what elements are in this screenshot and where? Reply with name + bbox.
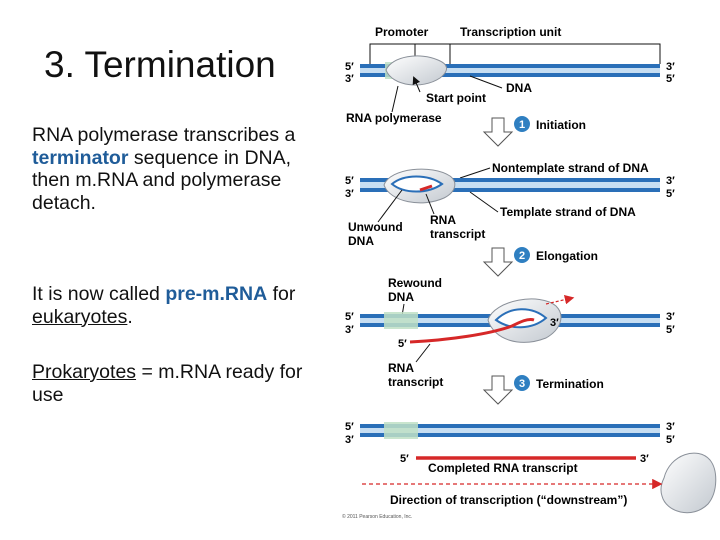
- rna-short-transcript: [419, 184, 433, 192]
- label-rna-transcript-b-1: RNA: [388, 361, 414, 375]
- end-5-row4-left: 5′: [345, 421, 354, 433]
- step-2-label: Elongation: [536, 249, 598, 263]
- step-2-number: 2: [519, 250, 525, 262]
- rna-transcript-b-pointer: [415, 343, 431, 363]
- label-rewound-dna-2: DNA: [388, 290, 414, 304]
- end-5-completed-rna: 5′: [400, 453, 409, 465]
- label-start-point: Start point: [426, 91, 486, 105]
- paragraph-termination: RNA polymerase transcribes a terminator …: [32, 124, 322, 214]
- label-dna: DNA: [506, 81, 532, 95]
- label-direction-of-transcription: Direction of transcription (“downstream”…: [390, 493, 627, 507]
- step-3-badge: [514, 375, 530, 391]
- p2-text-middle: for: [267, 283, 296, 305]
- p2-text-after: .: [127, 305, 133, 328]
- end-5-row1-left: 5′: [345, 61, 354, 73]
- rna-polymerase-shape-1: [385, 55, 447, 86]
- end-3-row4-right: 3′: [666, 421, 675, 433]
- down-arrow-2: [482, 247, 514, 277]
- step-2-badge: [514, 247, 530, 263]
- step-1-badge: [514, 116, 530, 132]
- end-3-completed-rna: 3′: [640, 453, 649, 465]
- rna-polymerase-pointer: [391, 85, 399, 113]
- nontemplate-pointer: [459, 167, 491, 179]
- end-3-row1-right: 3′: [666, 61, 675, 73]
- end-3-rna-row3: 3′: [550, 317, 559, 329]
- dna-pointer: [469, 75, 503, 89]
- end-3-row3-left: 3′: [345, 324, 354, 336]
- label-transcription-unit: Transcription unit: [460, 25, 561, 39]
- label-unwound-dna-2: DNA: [348, 234, 374, 248]
- p1-text-before: RNA polymerase transcribes a: [32, 124, 296, 146]
- promoter-bracket: [369, 43, 451, 64]
- slide-title: 3. Termination: [44, 44, 276, 85]
- end-3-row3-right: 3′: [666, 311, 675, 323]
- step-1-number: 1: [519, 119, 525, 131]
- copyright-note: © 2011 Pearson Education, Inc.: [342, 513, 412, 520]
- paragraph-pre-mrna: It is now called pre-m.RNA for eukaryote…: [32, 283, 332, 328]
- term-eukaryotes: eukaryotes: [32, 305, 128, 328]
- term-pre-mrna: pre-m.RNA: [165, 283, 268, 305]
- term-prokaryotes: Prokaryotes: [32, 361, 137, 383]
- end-5-row4-right: 5′: [666, 434, 675, 446]
- label-rna-polymerase: RNA polymerase: [346, 111, 442, 125]
- label-rna-transcript-2: transcript: [430, 227, 485, 241]
- rna-transcript-pointer: [425, 193, 435, 215]
- paragraph-prokaryotes: Prokaryotes = m.RNA ready for use: [32, 361, 332, 406]
- end-5-row2-right: 5′: [666, 188, 675, 200]
- p2-text-before: It is now called: [32, 283, 166, 305]
- down-arrow-3: [482, 375, 514, 405]
- label-rna-transcript-b-2: transcript: [388, 375, 443, 389]
- end-5-row1-right: 5′: [666, 73, 675, 85]
- step-1-label: Initiation: [536, 118, 586, 132]
- rna-growing-transcript: [409, 318, 535, 344]
- dna-strand-row-2: [360, 178, 660, 192]
- start-point-pointer: [412, 76, 421, 93]
- end-5-rna-row3: 5′: [398, 338, 407, 350]
- end-5-row2-left: 5′: [345, 175, 354, 187]
- label-unwound-dna-1: Unwound: [348, 220, 403, 234]
- dna-strand-row-4: [360, 422, 660, 439]
- label-promoter: Promoter: [375, 25, 429, 39]
- step-3-label: Termination: [536, 377, 604, 391]
- down-arrow-1: [482, 117, 514, 147]
- label-rewound-dna-1: Rewound: [388, 276, 442, 290]
- end-5-row3-right: 5′: [666, 324, 675, 336]
- released-polymerase: [660, 452, 717, 514]
- p1-text-after: sequence in DNA, then m.RNA and polymera…: [32, 146, 292, 214]
- transcription-unit-bracket: [414, 43, 661, 64]
- label-nontemplate-strand: Nontemplate strand of DNA: [492, 161, 649, 175]
- label-template-strand: Template strand of DNA: [500, 205, 636, 219]
- end-3-row2-left: 3′: [345, 188, 354, 200]
- p3-text-after: = m.RNA ready for use: [32, 361, 303, 406]
- template-pointer: [469, 191, 499, 213]
- unwound-pointer: [377, 189, 403, 223]
- term-terminator: terminator: [32, 146, 129, 169]
- step-3-number: 3: [519, 378, 525, 390]
- end-3-row4-left: 3′: [345, 434, 354, 446]
- direction-arrow-row3: [545, 294, 575, 305]
- end-3-row1-left: 3′: [345, 73, 354, 85]
- end-5-row3-left: 5′: [345, 311, 354, 323]
- label-completed-rna: Completed RNA transcript: [428, 461, 578, 475]
- end-3-row2-right: 3′: [666, 175, 675, 187]
- label-rna-transcript-1: RNA: [430, 213, 456, 227]
